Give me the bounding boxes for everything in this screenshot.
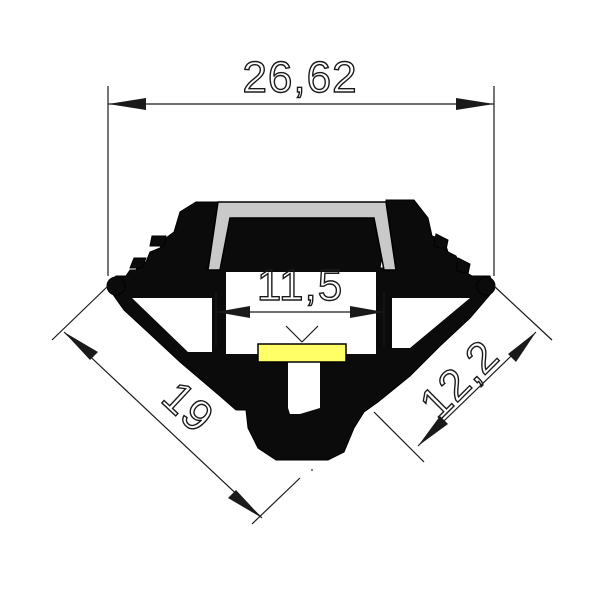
- inner-arrow-left: [216, 306, 250, 318]
- diffuser-cover: [207, 201, 397, 271]
- overall-width-label: 26,62: [242, 53, 357, 102]
- right-arrow-top: [508, 332, 536, 362]
- profile-body: [106, 199, 496, 461]
- arrow-right: [456, 98, 494, 110]
- dimension-overall-width: 26,62: [107, 52, 495, 276]
- left-extension-bottom: [251, 477, 301, 525]
- left-arrow-top: [64, 332, 98, 360]
- left-corner-cap: [106, 276, 126, 296]
- left-cavity: [132, 298, 212, 352]
- right-extension-top: [493, 285, 553, 341]
- left-arrow-bottom: [228, 490, 262, 518]
- fin-left-2: [129, 257, 147, 269]
- right-corner-cap: [476, 276, 496, 296]
- right-cavity: [392, 298, 470, 348]
- inner-arrow-right: [350, 306, 384, 318]
- inner-width-label: 11,5: [257, 261, 343, 310]
- center-channel: [226, 272, 376, 354]
- center-mark: [311, 469, 313, 471]
- led-strip: [257, 343, 347, 363]
- dimension-inner-width: 11,5: [215, 260, 385, 346]
- t-slot: [288, 354, 320, 414]
- light-marker: [285, 325, 319, 343]
- right-extension-bottom: [373, 411, 425, 463]
- right-arrow-bottom: [418, 416, 448, 446]
- fin-right-2: [455, 257, 471, 275]
- fin-right-1: [433, 233, 449, 251]
- left-dimension-line: [63, 331, 263, 519]
- fin-left-1: [149, 235, 167, 247]
- left-extension-top: [51, 285, 109, 341]
- arrow-left: [108, 98, 146, 110]
